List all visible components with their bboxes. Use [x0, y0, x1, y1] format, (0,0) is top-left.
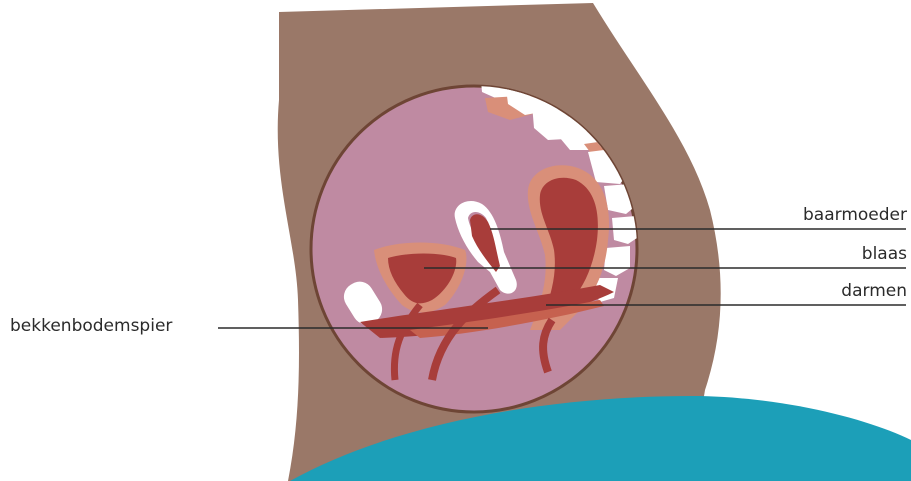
- label-pelvic-floor: bekkenbodemspier: [10, 316, 172, 336]
- label-uterus: baarmoeder: [803, 205, 907, 225]
- label-intestines: darmen: [841, 281, 907, 301]
- label-bladder: blaas: [862, 244, 907, 264]
